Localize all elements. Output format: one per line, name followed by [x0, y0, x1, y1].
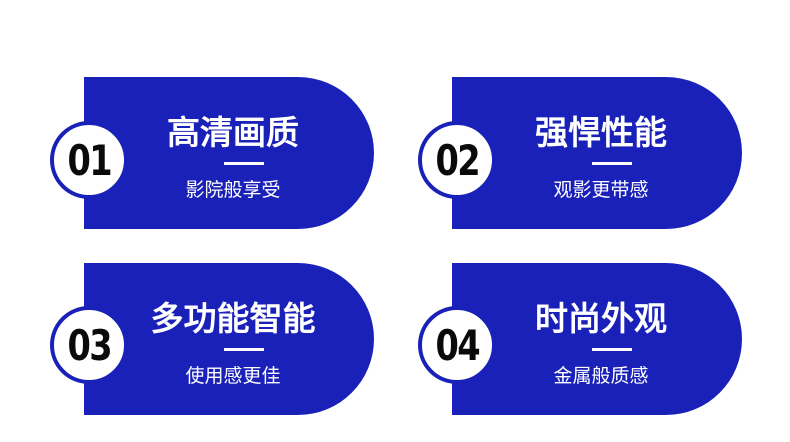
feature-card-1: 高清画质 影院般享受 [84, 77, 374, 229]
feature-card-4: 时尚外观 金属般质感 [452, 263, 742, 415]
feature-card-2: 强悍性能 观影更带感 [452, 77, 742, 229]
feature-subtitle: 使用感更佳 [185, 365, 281, 387]
number-badge-2: 02 [418, 121, 496, 199]
feature-number: 02 [435, 135, 480, 185]
title-divider [224, 162, 264, 165]
feature-number: 01 [67, 135, 112, 185]
feature-number: 04 [435, 320, 480, 370]
title-divider [224, 348, 264, 351]
feature-title: 时尚外观 [535, 299, 667, 338]
feature-title: 强悍性能 [535, 113, 667, 152]
feature-subtitle: 观影更带感 [553, 179, 649, 201]
feature-card-3: 多功能智能 使用感更佳 [84, 263, 374, 415]
number-badge-1: 01 [50, 121, 128, 199]
number-badge-3: 03 [50, 306, 128, 384]
feature-number: 03 [67, 320, 112, 370]
title-divider [592, 348, 632, 351]
title-divider [592, 162, 632, 165]
number-badge-4: 04 [418, 306, 496, 384]
feature-subtitle: 影院般享受 [185, 179, 281, 201]
feature-subtitle: 金属般质感 [553, 365, 649, 387]
feature-title: 多功能智能 [150, 299, 316, 338]
feature-title: 高清画质 [167, 113, 299, 152]
